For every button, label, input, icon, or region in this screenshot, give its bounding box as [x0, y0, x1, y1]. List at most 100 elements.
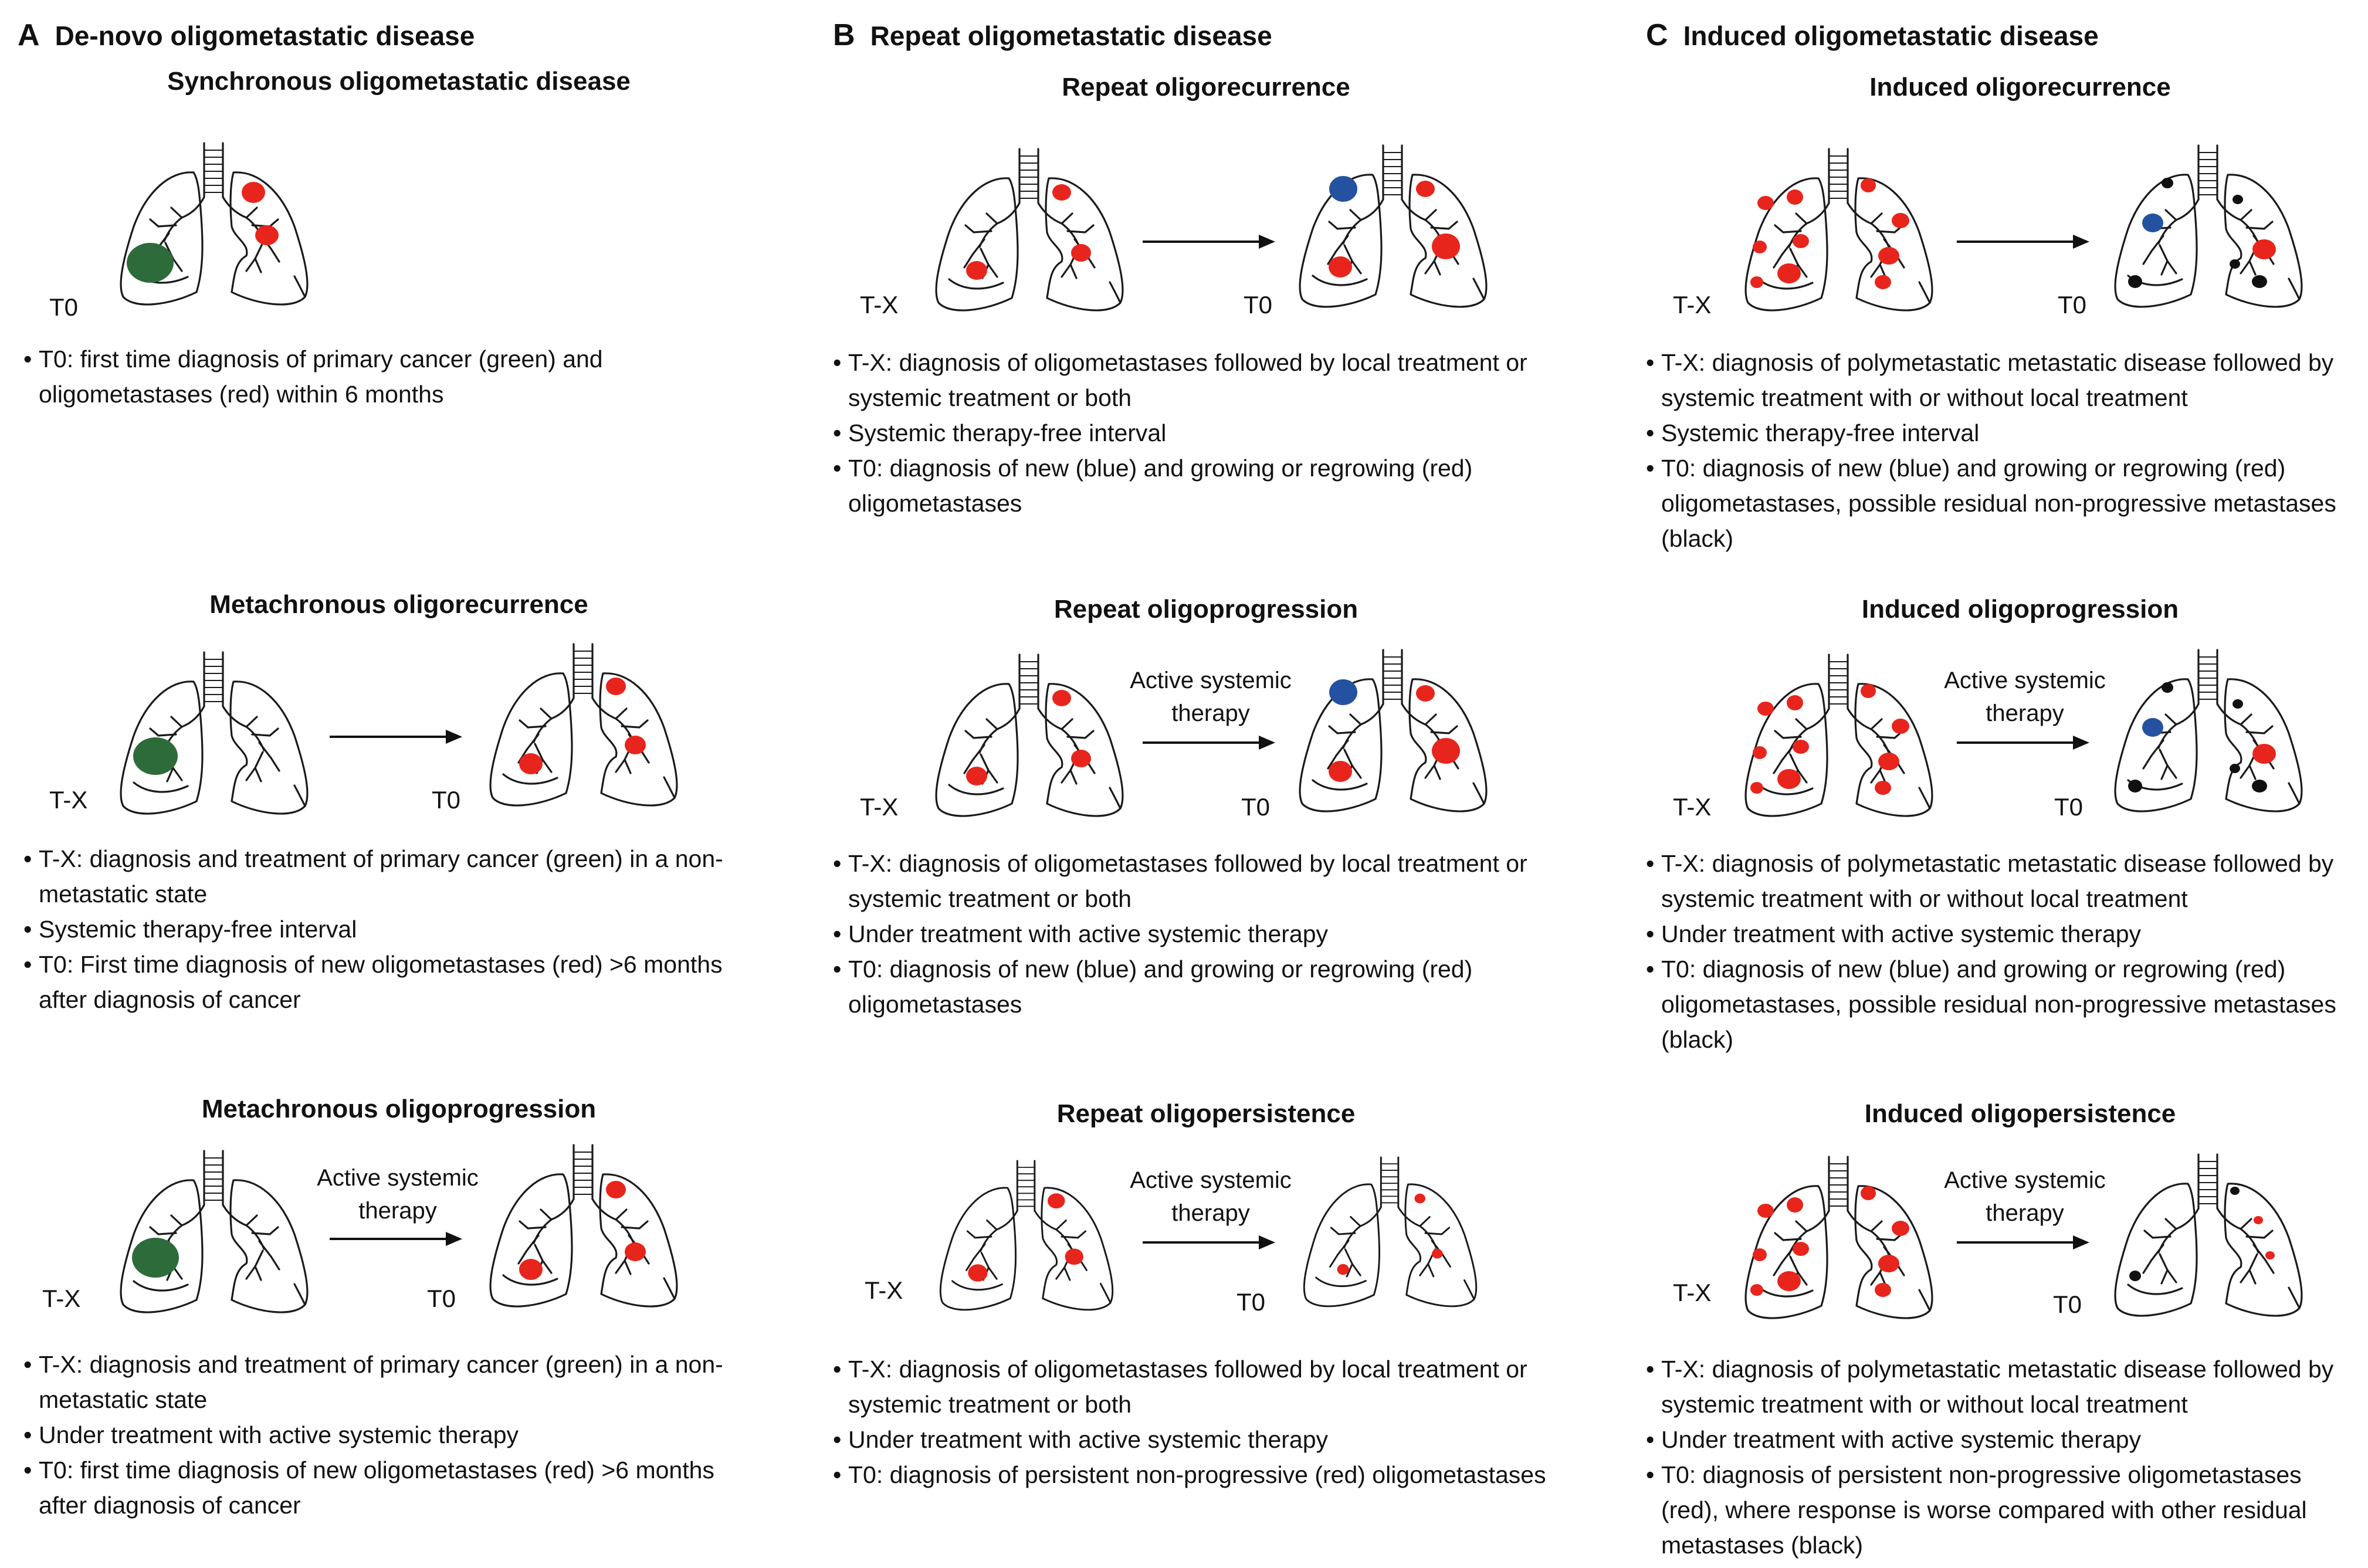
lungs-diagram-icon — [1744, 1156, 1933, 1319]
residual-metastasis-black — [2233, 699, 2243, 709]
bullet-list: T-X: diagnosis of oligometastases follow… — [833, 846, 1566, 1022]
oligometastasis-red — [1753, 746, 1767, 759]
oligometastasis-red — [1892, 719, 1909, 734]
oligometastasis-red — [1329, 761, 1352, 782]
row-title: Metachronous oligorecurrence — [209, 590, 588, 619]
oligometastasis-red — [1777, 263, 1801, 283]
right-arrow-icon — [330, 730, 462, 744]
oligometastasis-red — [1787, 695, 1803, 710]
panel-letter: C — [1646, 18, 1668, 52]
panel-letter: B — [833, 18, 855, 52]
oligometastasis-red — [1432, 1248, 1443, 1259]
oligometastasis-red — [1892, 1221, 1909, 1236]
oligometastasis-red — [2254, 1216, 2263, 1224]
lungs-diagram-icon — [1299, 144, 1488, 308]
oligometastasis-red — [1750, 276, 1763, 288]
arrow-label: Active systemic therapy — [1130, 1167, 1292, 1226]
right-arrow-icon — [1143, 736, 1275, 750]
time-label: T0 — [49, 293, 79, 321]
oligometastasis-red — [1052, 690, 1071, 706]
oligometastasis-red — [1777, 1271, 1801, 1291]
bullet-item: T0: first time diagnosis of primary canc… — [23, 341, 745, 412]
oligometastasis-red — [625, 1242, 646, 1261]
row-title: Repeat oligopersistence — [1056, 1099, 1356, 1128]
time-label: T-X — [865, 1276, 903, 1304]
panel-b-heading: B Repeat oligometastatic disease — [833, 18, 1272, 53]
oligometastasis-red — [1757, 702, 1774, 716]
oligometastasis-red — [1787, 1197, 1803, 1213]
bullet-item: Under treatment with active systemic the… — [833, 916, 1566, 951]
bullet-item: T0: diagnosis of new (blue) and growing … — [1646, 451, 2356, 556]
bullet-item: T-X: diagnosis of oligometastases follow… — [833, 1352, 1566, 1422]
oligometastasis-red — [519, 753, 543, 774]
new-metastasis-blue — [2142, 214, 2163, 232]
oligometastasis-red — [1432, 233, 1460, 259]
oligometastasis-red — [1878, 1255, 1899, 1272]
bullet-list: T-X: diagnosis and treatment of primary … — [23, 841, 745, 1017]
bullet-item: Under treatment with active systemic the… — [23, 1417, 745, 1452]
oligometastasis-red — [2252, 744, 2276, 764]
row-title: Repeat oligoprogression — [1053, 595, 1359, 624]
new-metastasis-blue — [2142, 718, 2163, 737]
bullet-item: Under treatment with active systemic the… — [833, 1422, 1566, 1457]
time-label: T0 — [2058, 291, 2087, 319]
oligometastasis-red — [966, 261, 987, 280]
bullet-item: T0: First time diagnosis of new oligomet… — [23, 947, 745, 1017]
oligometastasis-red — [1052, 184, 1071, 201]
oligometastasis-red — [1793, 740, 1809, 754]
bullet-item: T-X: diagnosis of polymetastatic metasta… — [1646, 846, 2356, 916]
residual-metastasis-black — [2230, 259, 2240, 269]
oligometastasis-red — [1750, 1284, 1763, 1296]
oligometastasis-red — [1787, 189, 1803, 205]
arrow-label: Active systemic therapy — [1130, 668, 1292, 726]
lungs-diagram-icon — [1299, 649, 1488, 812]
oligometastasis-red — [968, 1264, 988, 1282]
bullet-list: T-X: diagnosis of oligometastases follow… — [833, 1352, 1566, 1492]
panel-title: Repeat oligometastatic disease — [870, 21, 1272, 51]
oligometastasis-red — [1432, 738, 1460, 764]
lungs-diagram-icon — [1744, 653, 1933, 817]
residual-metastasis-black — [2162, 682, 2173, 693]
oligometastasis-red — [1329, 256, 1352, 277]
bullet-item: T-X: diagnosis of oligometastases follow… — [833, 345, 1566, 415]
time-label: T-X — [1673, 1279, 1712, 1306]
row-title: Synchronous oligometastatic disease — [167, 67, 631, 96]
oligometastasis-red — [1793, 234, 1809, 248]
oligometastasis-red — [1861, 1186, 1876, 1200]
residual-metastasis-black — [2252, 780, 2267, 793]
bullet-list: T-X: diagnosis of polymetastatic metasta… — [1646, 1352, 2356, 1563]
bullet-item: Systemic therapy-free interval — [23, 912, 745, 947]
bullet-item: T-X: diagnosis of polymetastatic metasta… — [1646, 345, 2356, 415]
row-title: Repeat oligorecurrence — [1062, 73, 1350, 101]
oligometastasis-red — [255, 225, 279, 245]
bullet-list: T-X: diagnosis of polymetastatic metasta… — [1646, 846, 2356, 1057]
residual-metastasis-black — [2128, 780, 2142, 793]
bullet-item: T0: diagnosis of new (blue) and growing … — [1646, 951, 2356, 1057]
bullet-list: T-X: diagnosis and treatment of primary … — [23, 1347, 745, 1523]
oligometastasis-red — [1757, 196, 1774, 210]
panel-title: De-novo oligometastatic disease — [55, 21, 475, 51]
oligometastasis-red — [1337, 1264, 1349, 1275]
residual-metastasis-black — [2128, 275, 2142, 288]
oligometastasis-red — [1750, 782, 1763, 794]
new-metastasis-blue — [1329, 679, 1357, 705]
oligometastasis-red — [1878, 753, 1899, 770]
primary-tumor-green — [133, 737, 178, 775]
time-label: T-X — [1673, 793, 1712, 821]
bullet-item: Under treatment with active systemic the… — [1646, 1422, 2356, 1457]
oligometastasis-red — [1861, 684, 1876, 698]
lungs-diagram-icon — [489, 643, 678, 807]
primary-tumor-green — [132, 1238, 179, 1278]
lungs-diagram-icon — [2114, 649, 2303, 812]
bullet-item: Under treatment with active systemic the… — [1646, 916, 2356, 951]
lungs-diagram-icon — [1744, 148, 1933, 311]
row-title: Metachronous oligoprogression — [201, 1095, 597, 1123]
time-label: T0 — [432, 786, 461, 814]
panel-title: Induced oligometastatic disease — [1683, 21, 2099, 51]
residual-metastasis-black — [2252, 275, 2267, 288]
right-arrow-icon — [1957, 235, 2089, 249]
oligometastasis-red — [625, 736, 646, 754]
primary-tumor-green — [127, 243, 174, 283]
oligometastasis-red — [1757, 1204, 1774, 1218]
